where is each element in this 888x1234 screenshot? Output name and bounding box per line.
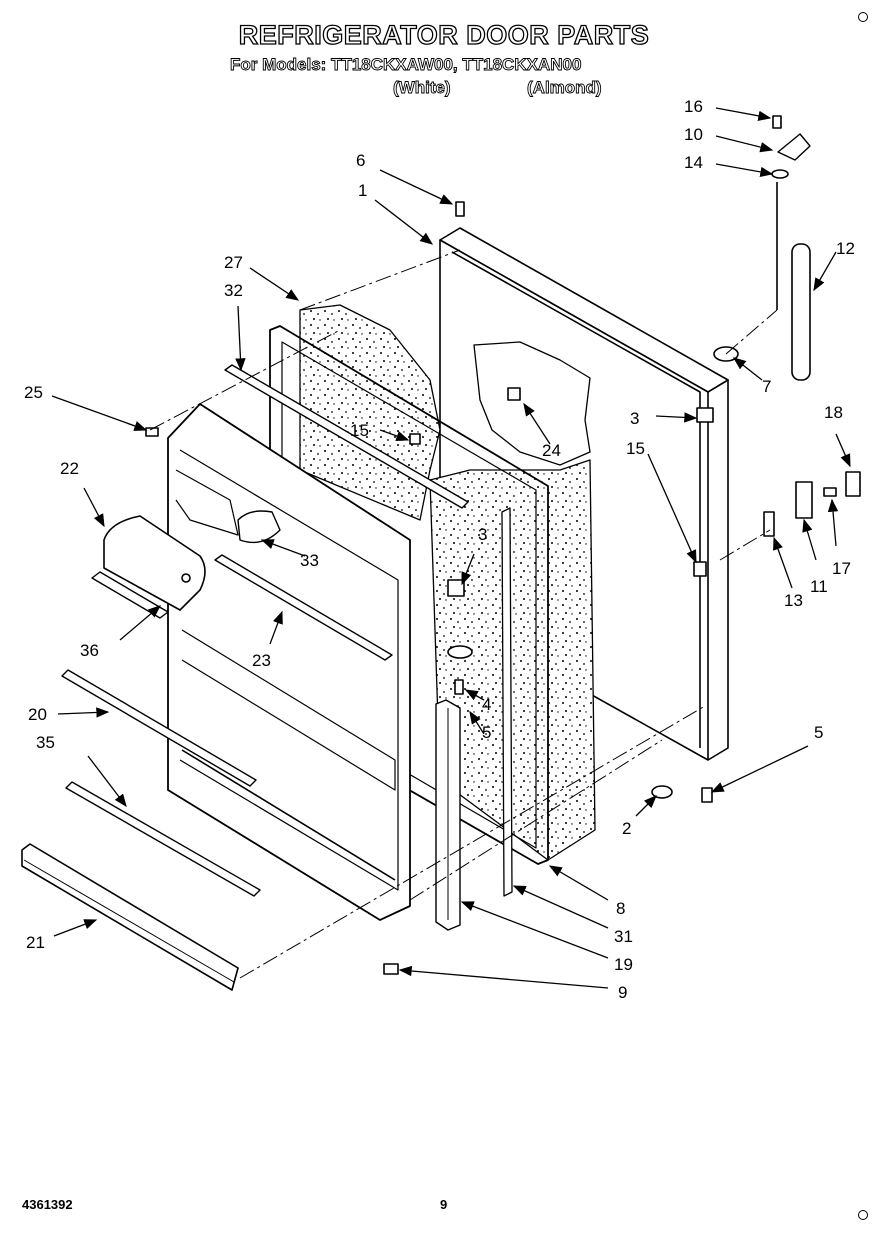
callout-5-middle: 5	[482, 723, 491, 742]
tray-part-33	[237, 510, 281, 544]
callout-leaders	[51, 107, 851, 989]
callout-14: 14	[684, 153, 703, 172]
callout-3-middle: 3	[478, 525, 487, 544]
top-hinge-assembly	[713, 115, 811, 381]
callout-35: 35	[36, 733, 55, 752]
callout-2: 2	[622, 819, 631, 838]
page-title: REFRIGERATOR DOOR PARTS	[238, 19, 650, 50]
lower-hinge-assembly	[763, 471, 861, 537]
callout-13: 13	[784, 591, 803, 610]
white-label: (White)	[393, 78, 451, 98]
callout-1: 1	[358, 181, 367, 200]
models-line: For Models: TT18CKXAW00, TT18CKXAN00	[230, 55, 582, 75]
vertical-trim-strip	[501, 507, 513, 897]
callout-32: 32	[224, 281, 243, 300]
callout-31: 31	[614, 927, 633, 946]
callout-12: 12	[836, 239, 855, 258]
page-number: 9	[440, 1197, 448, 1212]
callout-8: 8	[616, 899, 625, 918]
almond-label: (Almond)	[527, 78, 602, 98]
callout-19: 19	[614, 955, 633, 974]
callout-20: 20	[28, 705, 47, 724]
alignment-lines	[149, 249, 778, 979]
callout-3-right: 3	[630, 409, 639, 428]
callout-23: 23	[252, 651, 271, 670]
callout-15-left: 15	[350, 421, 369, 440]
callout-17: 17	[832, 559, 851, 578]
callout-9: 9	[618, 983, 627, 1002]
callout-10: 10	[684, 125, 703, 144]
document-number: 4361392	[22, 1197, 73, 1212]
callout-11: 11	[810, 577, 828, 596]
callout-7: 7	[762, 377, 771, 396]
callout-5-right: 5	[814, 723, 823, 742]
corner-registration-mark	[858, 12, 868, 22]
callout-22: 22	[60, 459, 79, 478]
callout-16: 16	[684, 97, 703, 116]
door-shelf-rails	[21, 364, 469, 991]
callout-15-right: 15	[626, 439, 645, 458]
callout-33: 33	[300, 551, 319, 570]
inner-door-liner	[167, 403, 411, 921]
callout-21: 21	[26, 933, 45, 952]
callout-25: 25	[24, 383, 43, 402]
callout-labels: 6 1 27 32 25 22 36 20 35 21 33 23 15 24 …	[24, 97, 855, 1002]
callout-27: 27	[224, 253, 243, 272]
callout-18: 18	[824, 403, 843, 422]
callout-6: 6	[356, 151, 365, 170]
callout-4: 4	[482, 695, 491, 714]
breaker-strip	[435, 699, 461, 931]
callout-36: 36	[80, 641, 99, 660]
callout-24: 24	[542, 441, 561, 460]
corner-registration-mark	[858, 1210, 868, 1220]
